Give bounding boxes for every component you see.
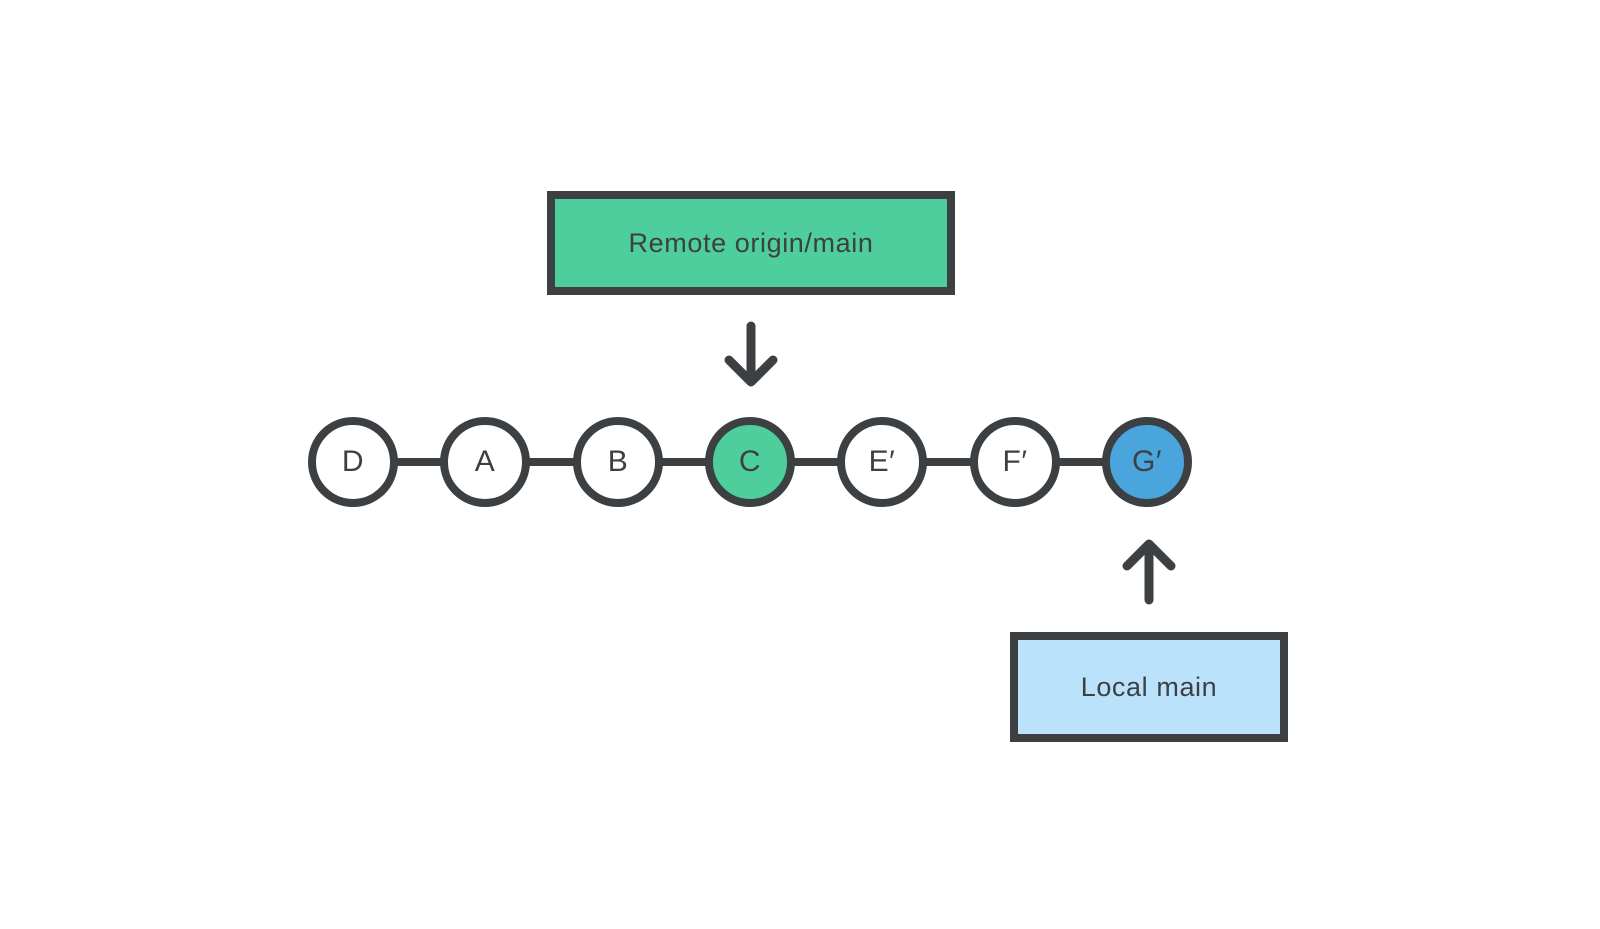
commit-node-c: C bbox=[705, 417, 795, 507]
commit-node-g-prime: G′ bbox=[1102, 417, 1192, 507]
remote-branch-label-box: Remote origin/main bbox=[547, 191, 955, 295]
local-branch-label: Local main bbox=[1080, 671, 1218, 702]
remote-branch-label: Remote origin/main bbox=[628, 227, 874, 258]
arrow-down-icon bbox=[724, 321, 778, 387]
commit-node-d: D bbox=[308, 417, 398, 507]
commit-node-label: G′ bbox=[1132, 445, 1162, 478]
commit-node-f-prime: F′ bbox=[970, 417, 1060, 507]
commit-node-a: A bbox=[440, 417, 530, 507]
commit-node-label: E′ bbox=[868, 445, 896, 478]
local-branch-label-box: Local main bbox=[1010, 632, 1288, 742]
commit-node-label: F′ bbox=[1002, 445, 1028, 478]
commit-node-b: B bbox=[573, 417, 663, 507]
arrow-up-icon bbox=[1122, 539, 1176, 605]
commit-node-label: C bbox=[738, 445, 762, 478]
commit-node-label: A bbox=[474, 445, 496, 478]
commit-node-e-prime: E′ bbox=[837, 417, 927, 507]
commit-node-label: B bbox=[607, 445, 629, 478]
commit-node-label: D bbox=[341, 445, 365, 478]
